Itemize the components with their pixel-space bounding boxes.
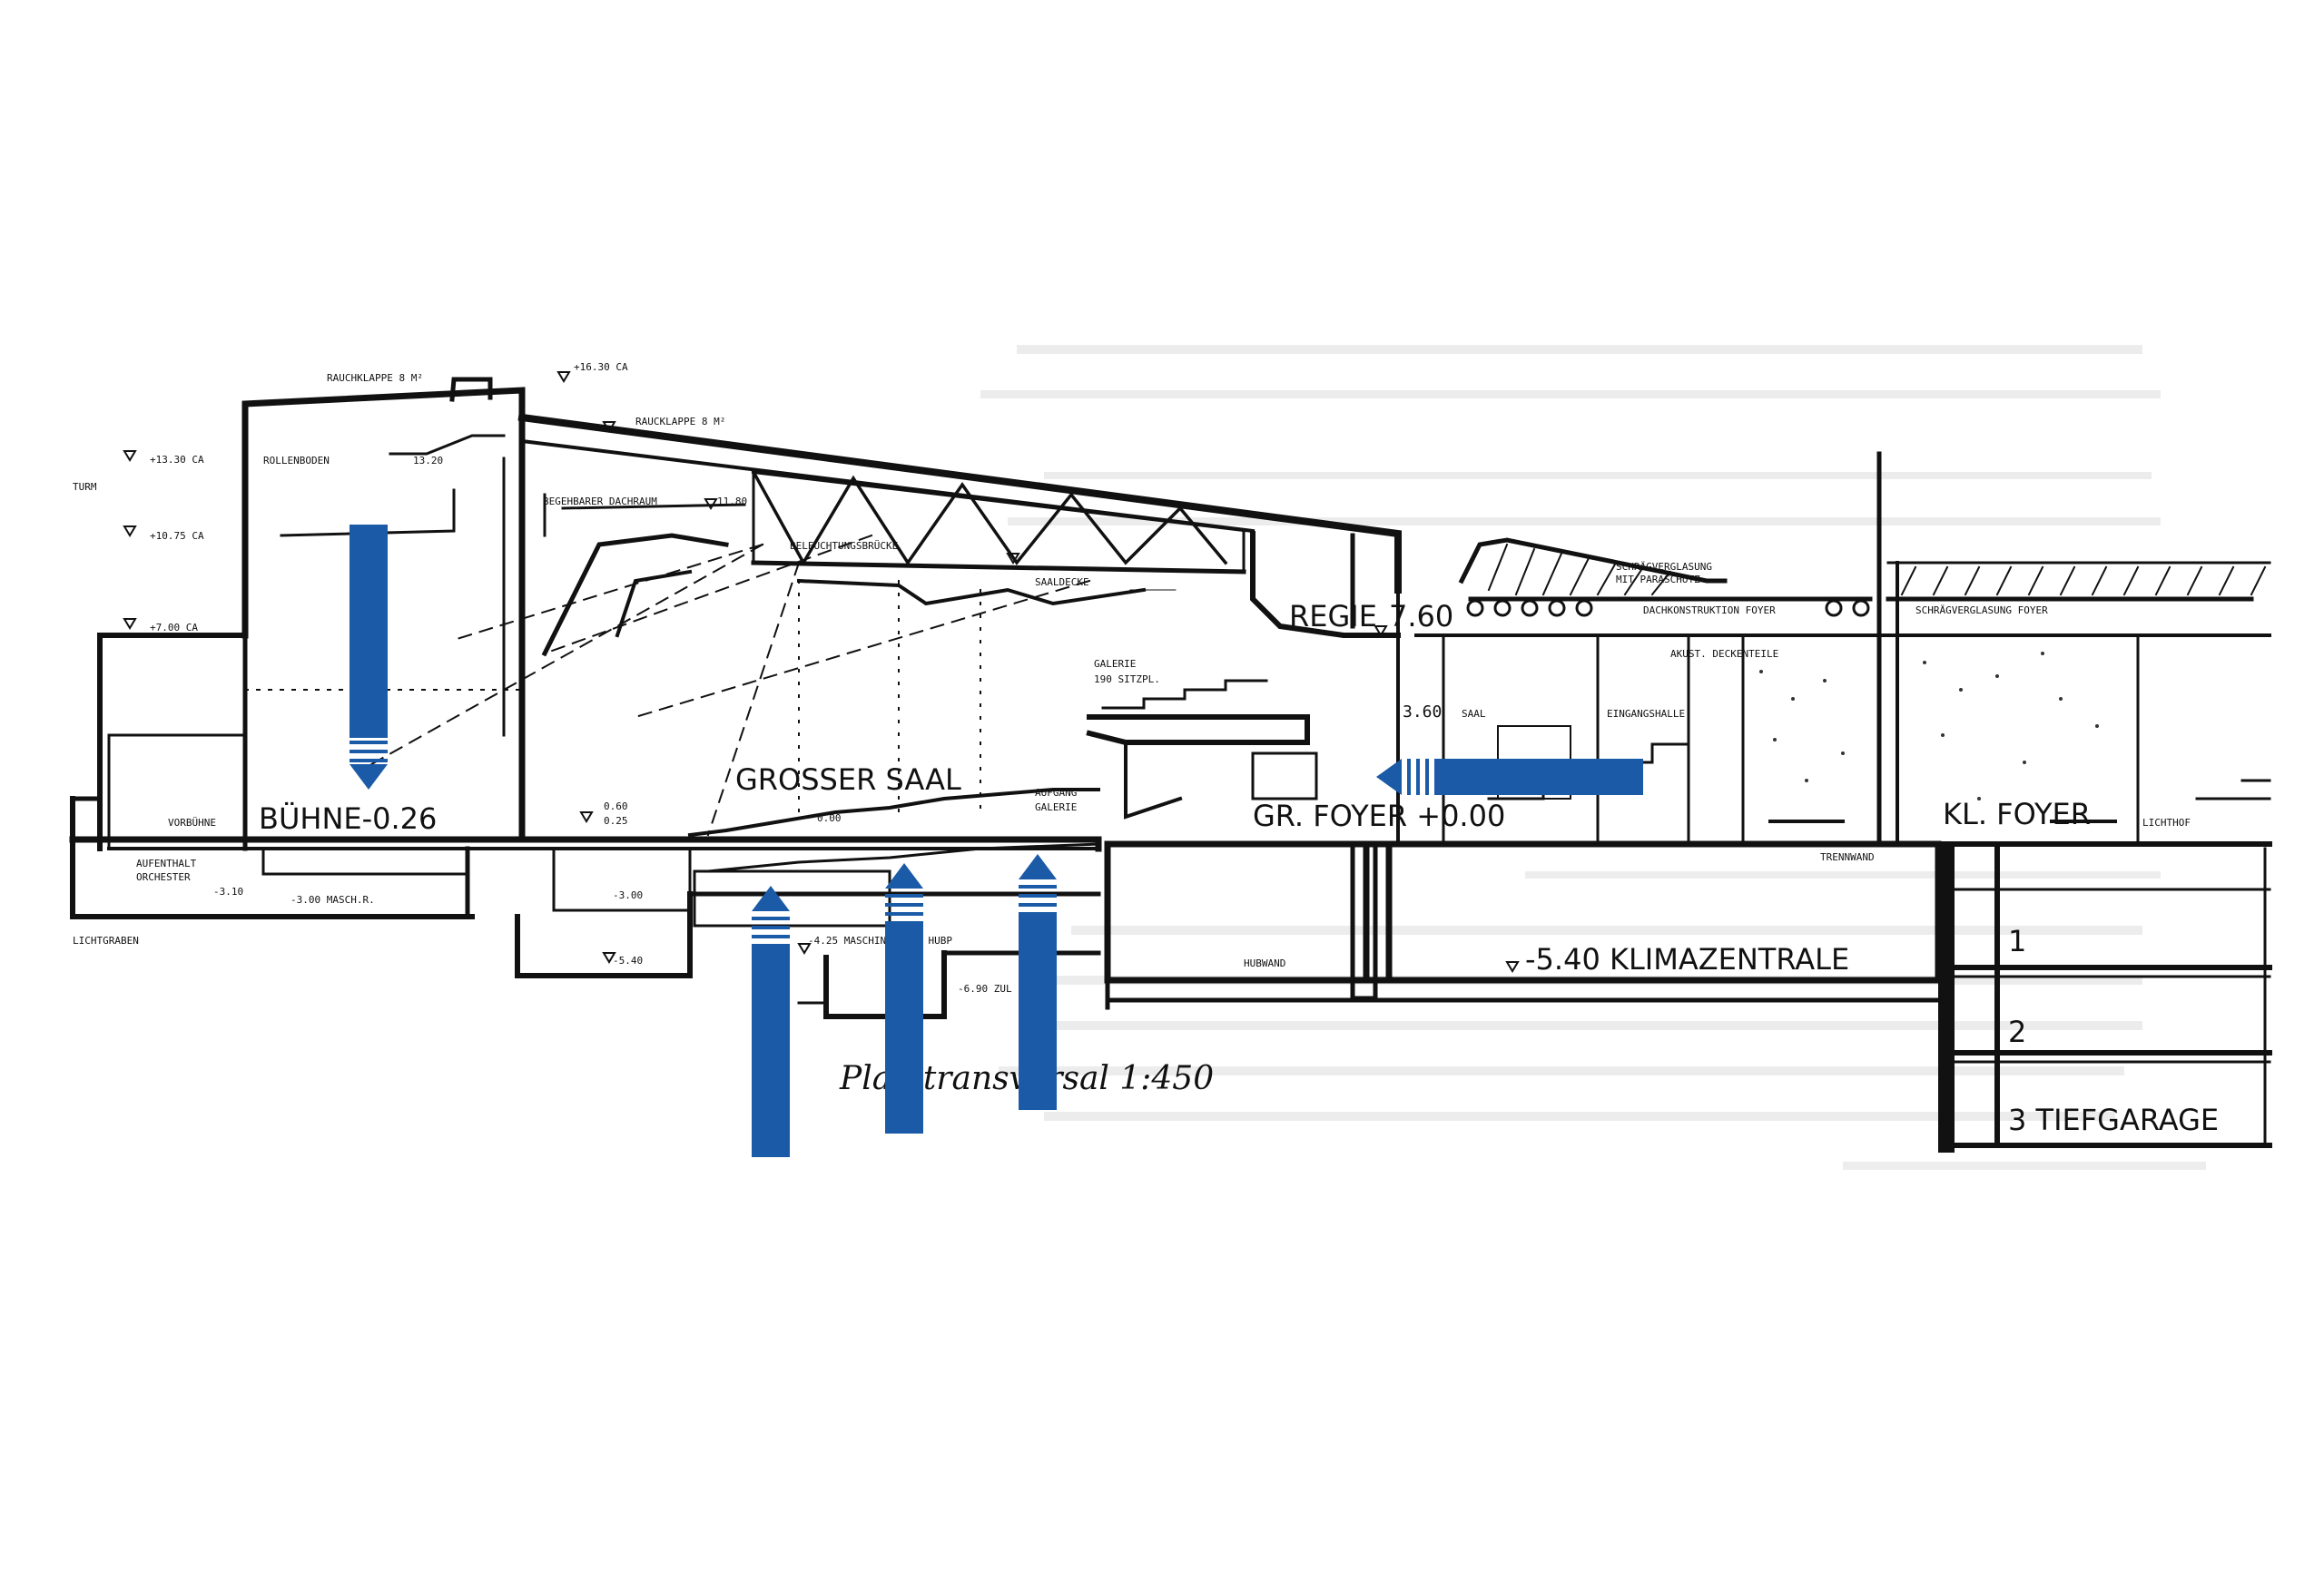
label-tiefgarage-1: 1 [2008, 924, 2026, 958]
label-begehbarer-dachraum: BEGEHBARER DACHRAUM [543, 496, 657, 507]
concrete-texture [1759, 652, 2099, 800]
label-level-310: -3.10 [213, 886, 243, 898]
annotation-arrows [350, 525, 1643, 1157]
label-tiefgarage-2: 2 [2008, 1015, 2026, 1049]
label-kl-foyer: KL. FOYER [1943, 797, 2091, 831]
label-level-1075: +10.75 CA [150, 530, 204, 542]
label-galerie-sitze: 190 SITZPL. [1094, 673, 1160, 685]
label-saaldecke: SAALDECKE [1035, 576, 1089, 588]
label-orchester: ORCHESTER [136, 871, 191, 883]
label-aufenthalt: AUFENTHALT [136, 858, 197, 869]
label-eingangshalle: EINGANGSHALLE [1607, 708, 1685, 720]
arrow-left-foyer [1376, 759, 1643, 795]
label-rollenboden: ROLLENBODEN [263, 455, 330, 466]
label-level-060: 0.60 [604, 800, 628, 812]
label-schraegverglasung-foyer: SCHRÄGVERGLASUNG FOYER [1915, 604, 2048, 616]
label-dachkonstruktion: DACHKONSTRUKTION FOYER [1643, 604, 1776, 616]
label-regie: REGIE [1289, 599, 1377, 633]
label-akust-deckenteile: AKUST. DECKENTEILE [1670, 648, 1778, 660]
label-level-1330: +13.30 CA [150, 454, 204, 466]
label-lichtgraben: LICHTGRABEN [73, 935, 139, 947]
label-aufgang: AUFGANG [1035, 787, 1077, 799]
label-rollenboden-level: 13.20 [413, 455, 443, 466]
level-markers [123, 371, 1520, 973]
label-schraegverglasung: SCHRÄGVERGLASUNG [1616, 561, 1712, 573]
structure-lines [69, 377, 2272, 1153]
label-turm: TURM [73, 481, 97, 493]
label-dachraum-level: 11.80 [717, 496, 747, 507]
arrow-down-stage [350, 525, 388, 790]
label-level-700: +7.00 CA [150, 622, 198, 633]
label-level-360: 3.60 [1403, 702, 1442, 722]
arrow-up-left [752, 886, 790, 1157]
label-rauchklappe-roof: RAUCKLAPPE 8 M² [635, 416, 725, 427]
label-level-1630: +16.30 CA [574, 361, 628, 373]
label-parschutz: MIT PARASCHUTZ [1616, 574, 1700, 585]
label-trennwand: TRENNWAND [1820, 851, 1875, 863]
label-level-000: 0.00 [817, 812, 842, 824]
label-regie-level: 7.60 [1389, 599, 1453, 633]
label-level-690: -6.90 ZUL [958, 983, 1012, 995]
label-maschinenraum: -4.25 MASCHINENRAUM HUBP [808, 935, 952, 947]
label-level-540a: -5.40 [613, 955, 643, 967]
label-tiefgarage-3: 3 TIEFGARAGE [2008, 1103, 2219, 1137]
label-hubwand: HUBWAND [1244, 957, 1285, 969]
label-galerie: GALERIE [1094, 658, 1136, 670]
label-level-300: -3.00 [613, 889, 643, 901]
label-buehne: BÜHNE-0.26 [259, 801, 437, 836]
label-klimazentrale: -5.40 KLIMAZENTRALE [1525, 942, 1849, 977]
label-vorbuehne: VORBÜHNE [168, 817, 216, 829]
label-grosser-saal: GROSSER SAAL [735, 762, 961, 797]
label-lichthof: LICHTHOF [2142, 817, 2191, 829]
arrow-up-middle [885, 863, 923, 1134]
label-level-025: 0.25 [604, 815, 628, 827]
label-saal: SAAL [1462, 708, 1486, 720]
arrow-up-right [1019, 854, 1057, 1110]
label-beleuchtungsbruecke: BELEUCHTUNGSBRÜCKE [790, 540, 898, 552]
label-rauchklappe-tower: RAUCHKLAPPE 8 M² [327, 372, 423, 384]
label-masch-r: -3.00 MASCH.R. [290, 894, 375, 906]
label-gr-foyer: GR. FOYER +0.00 [1253, 799, 1505, 833]
label-aufgang-galerie: GALERIE [1035, 801, 1077, 813]
